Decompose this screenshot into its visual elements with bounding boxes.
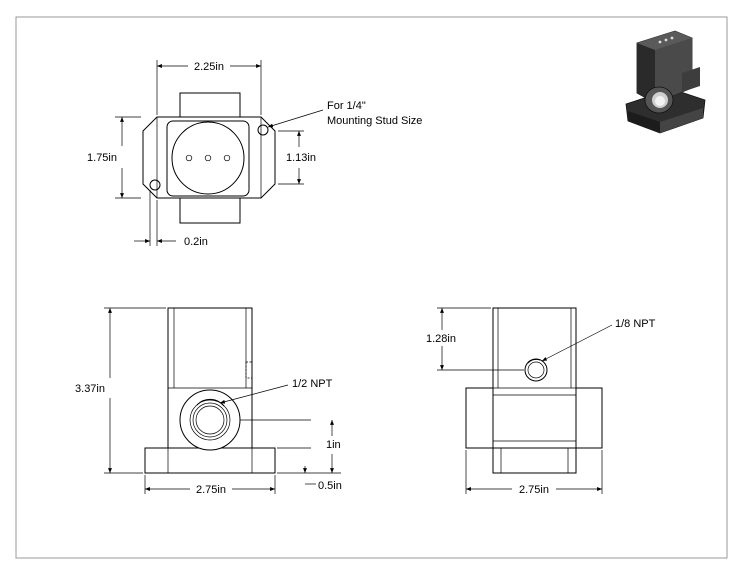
front-view [144,307,276,474]
mounting-hole-left [149,179,161,191]
side-view [465,307,603,474]
front-view-dimensions: 3.37in 1/2 NPT 1in 0.5in 2.75in [75,307,342,496]
mounting-stud-note-line2: Mounting Stud Size [327,115,422,127]
side-port-height-dimension: 1.28in [426,333,456,345]
front-base-height-dimension: 0.5in [318,480,342,492]
top-view-dimensions: 2.25in 1.75in 1.13in 0.2in For 1/4" Moun… [87,60,422,248]
half-inch-npt-label: 1/2 NPT [292,378,333,390]
isometric-preview [625,30,706,134]
front-port-center-dimension: 1in [326,439,341,451]
top-edge-offset-dimension: 0.2in [184,236,208,248]
top-height-dimension: 1.75in [87,152,117,164]
front-width-dimension: 2.75in [196,484,226,496]
top-width-dimension: 2.25in [194,61,224,73]
front-height-dimension: 3.37in [75,383,105,395]
eighth-inch-npt-label: 1/8 NPT [615,318,656,330]
mounting-stud-note-line1: For 1/4" [327,100,366,112]
top-view [142,92,276,224]
side-width-dimension: 2.75in [519,484,549,496]
mounting-hole-right [257,124,269,136]
side-view-dimensions: 1.28in 1/8 NPT 2.75in [426,307,656,496]
top-inner-height-dimension: 1.13in [286,152,316,164]
sheet-frame [15,16,728,559]
